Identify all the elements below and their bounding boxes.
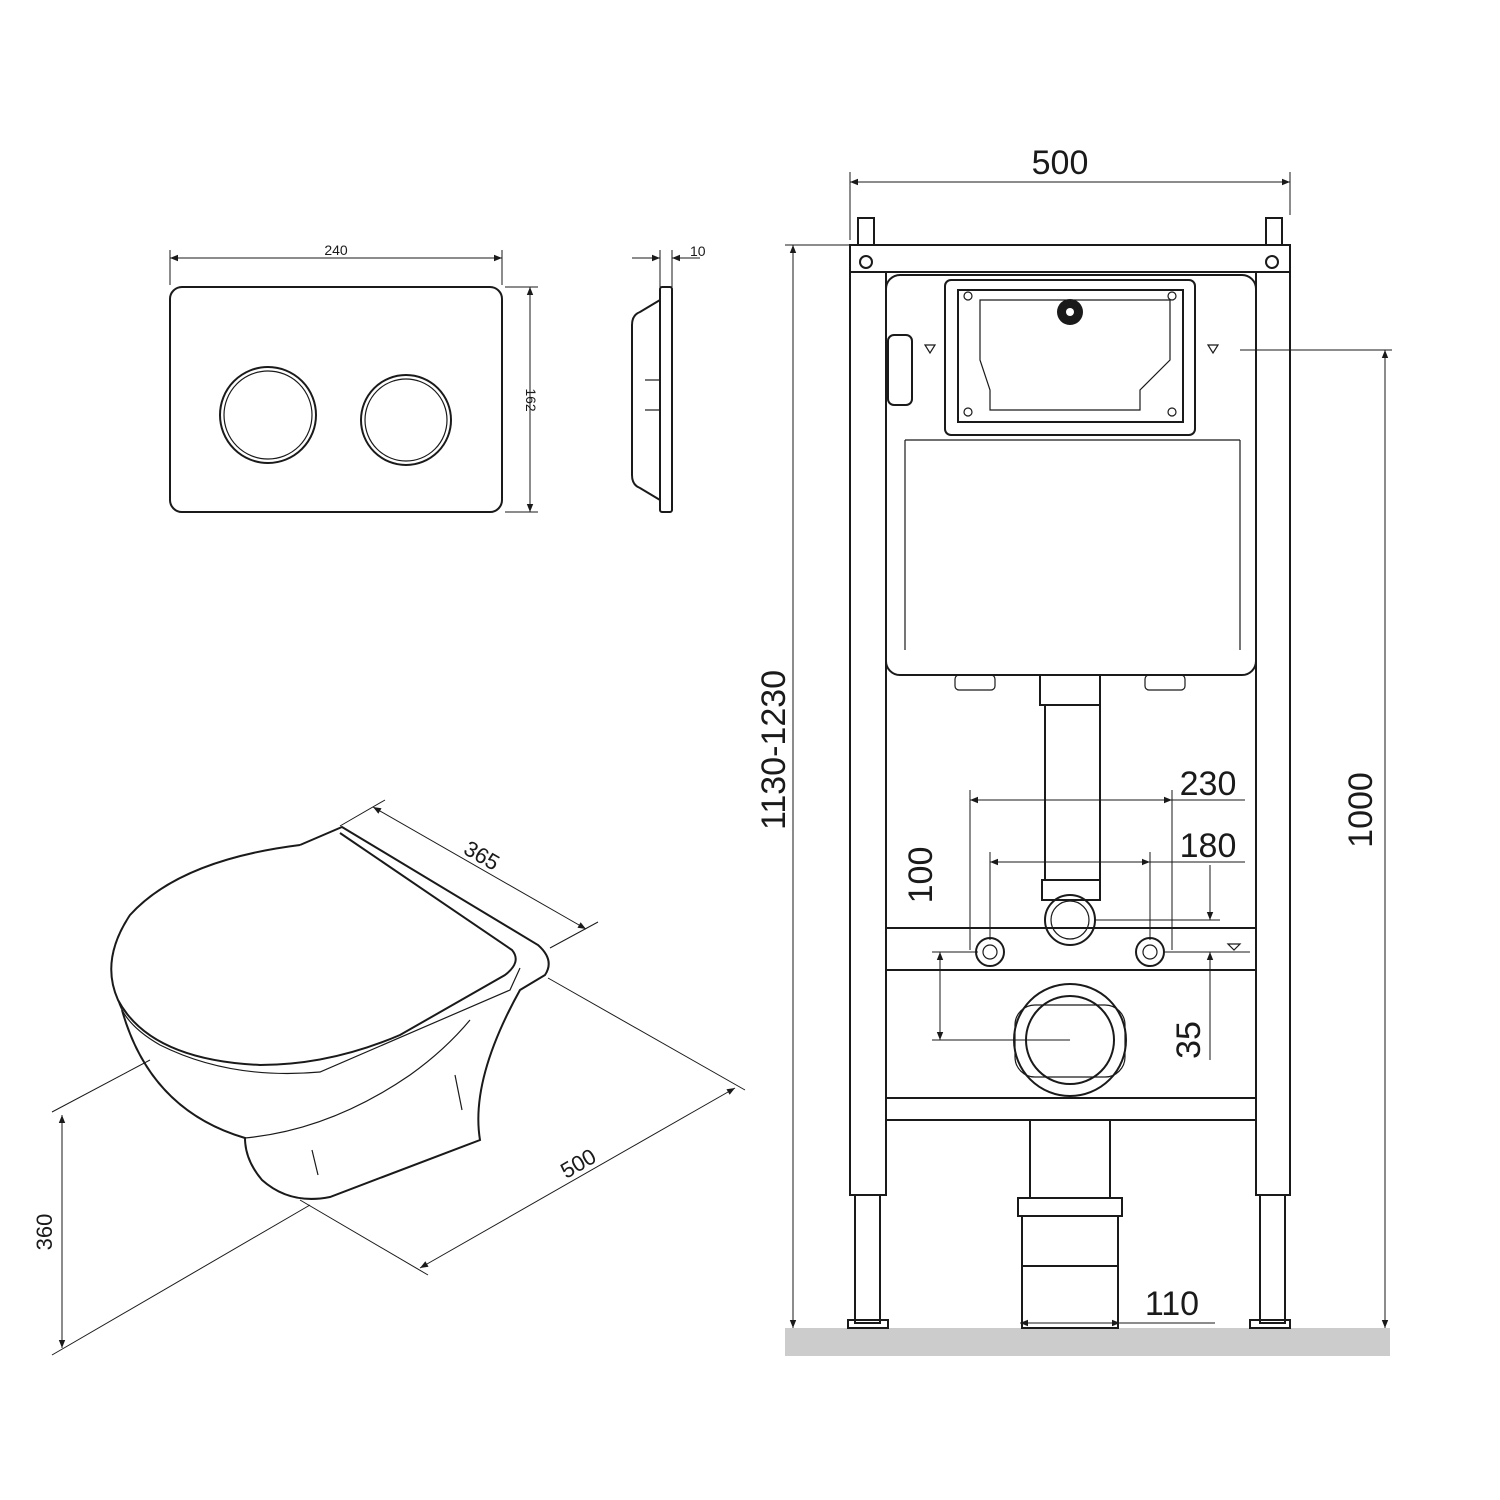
inlet-offset-label: 35 xyxy=(1170,1021,1208,1059)
plate-height-label: 162 xyxy=(523,388,539,412)
outlet-offset-label: 100 xyxy=(902,847,940,904)
outlet-diameter-label: 110 xyxy=(1145,1285,1199,1323)
toilet-dimensions: 365 500 360 xyxy=(32,799,746,1356)
stud-spacing-outer-label: 230 xyxy=(1180,765,1237,803)
cistern-height-label: 1000 xyxy=(1342,772,1380,848)
wall-hung-toilet xyxy=(110,825,550,1200)
frame-height-label: 1130-1230 xyxy=(755,670,793,830)
floor xyxy=(785,1328,1390,1356)
plate-width-label: 240 xyxy=(324,242,348,258)
flush-plate-side: 10 xyxy=(631,243,706,513)
toilet-length-label: 500 xyxy=(556,1143,600,1183)
frame-dimensions: 500 1130-1230 1000 230 180 100 35 110 xyxy=(755,144,1392,1328)
stud-spacing-inner-label: 180 xyxy=(1180,827,1237,865)
toilet-width-label: 365 xyxy=(460,835,504,875)
toilet-height-label: 360 xyxy=(32,1214,57,1251)
flush-plate-front: 240 162 xyxy=(169,242,539,513)
plate-depth-label: 10 xyxy=(690,243,706,259)
installation-frame xyxy=(785,217,1390,1356)
frame-width-label: 500 xyxy=(1032,144,1089,182)
